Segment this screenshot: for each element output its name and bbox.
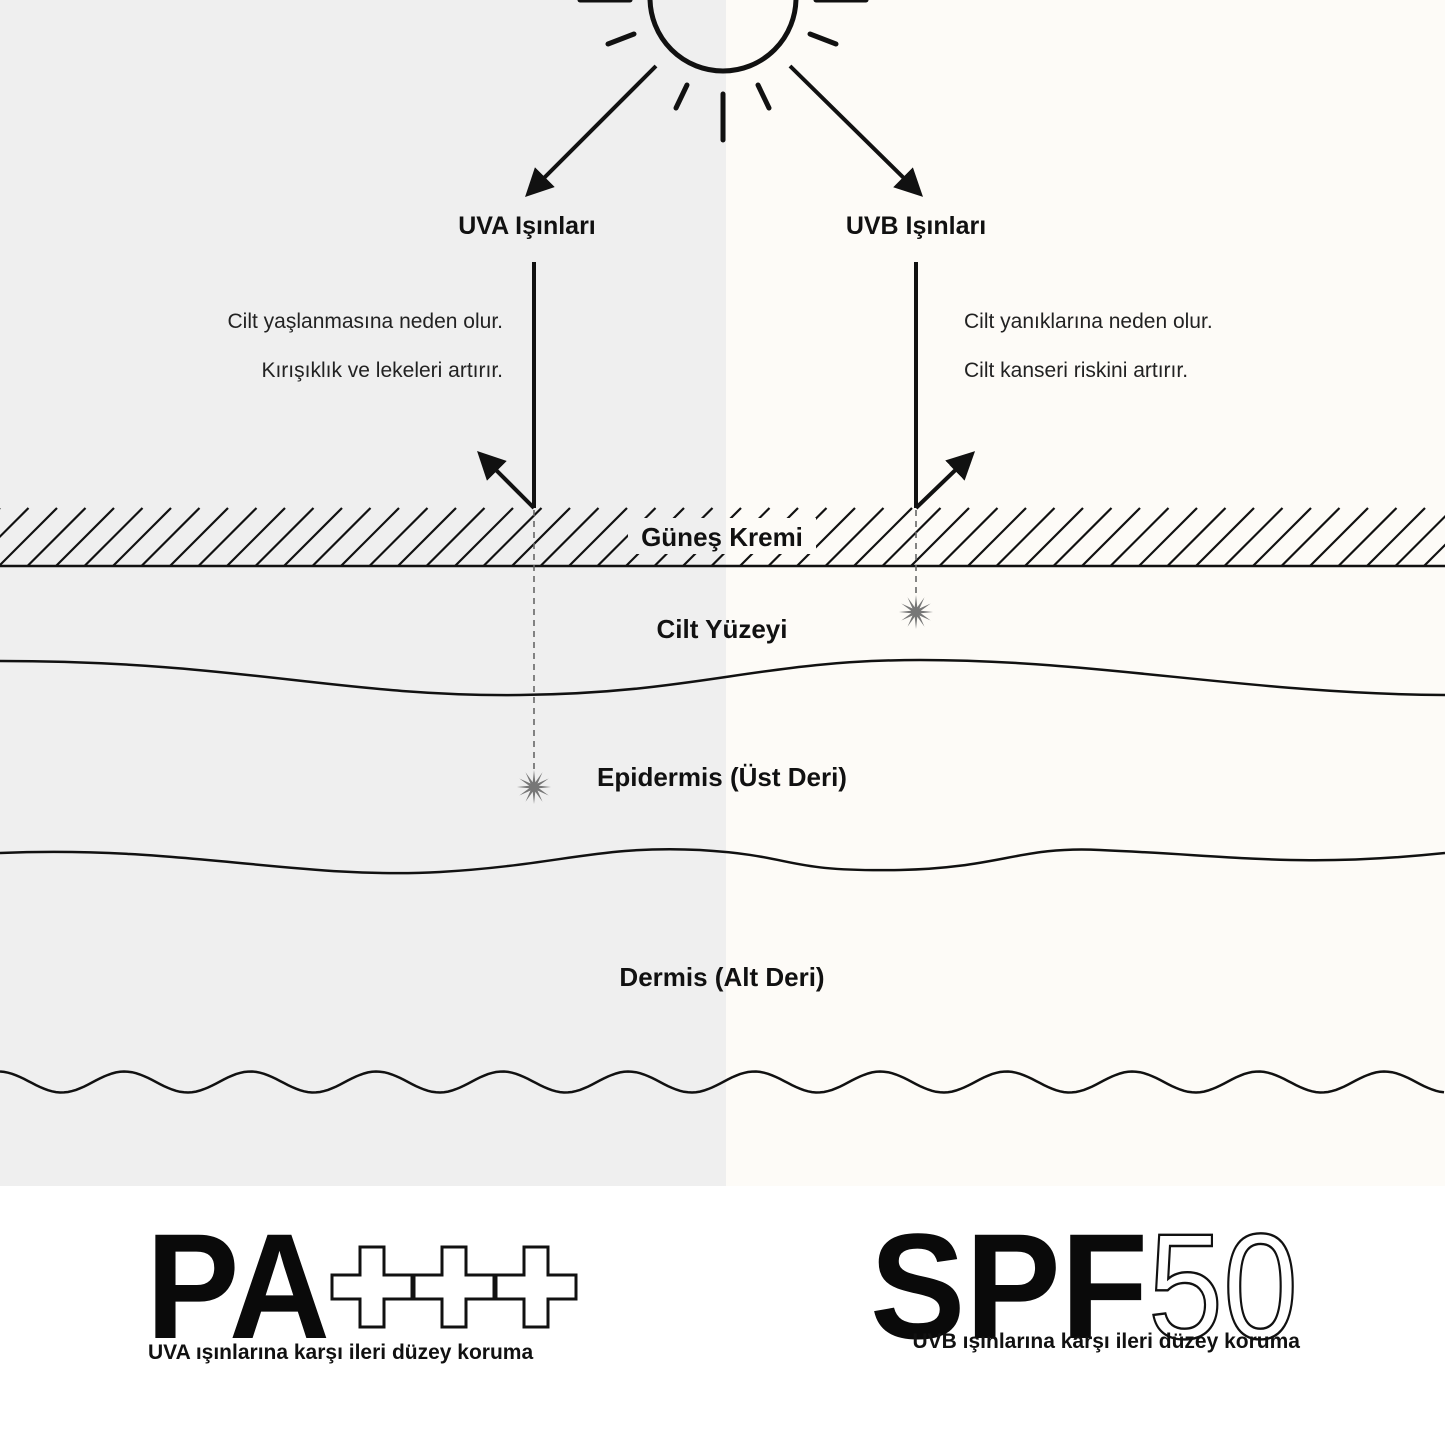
plus-icon xyxy=(330,1245,414,1329)
surface-label: Cilt Yüzeyi xyxy=(656,614,787,644)
hatch-line xyxy=(1138,507,1198,567)
hatch-line xyxy=(83,507,144,567)
hatch-line xyxy=(1280,507,1341,567)
hatch-line xyxy=(0,507,30,539)
hatch-line xyxy=(824,507,885,567)
hatch-line xyxy=(1252,507,1312,567)
dermis-bottom-boundary xyxy=(0,1070,1445,1094)
hatch-line xyxy=(55,507,115,567)
uva-ray-label: UVA Işınları xyxy=(458,212,596,240)
pa-plus-icons xyxy=(330,1245,578,1329)
hatch-line xyxy=(140,507,201,567)
hatch-line xyxy=(169,507,229,567)
hatch-line xyxy=(397,507,457,567)
uvb-starburst-icon xyxy=(899,595,933,629)
hatch-line xyxy=(1309,507,1369,567)
uva-effect-2: Kırışıklık ve lekeleri artırır. xyxy=(261,359,503,382)
uvb-incoming-arrow xyxy=(788,64,923,197)
hatch-line xyxy=(1052,507,1113,567)
hatch-line xyxy=(539,507,600,567)
sunscreen-label-backdrop-left xyxy=(628,518,726,554)
uvb-panel-background xyxy=(726,0,1445,1186)
hatch-line xyxy=(197,507,258,567)
hatch-line xyxy=(226,507,286,567)
uva-starburst-icon xyxy=(517,770,551,804)
hatch-line xyxy=(881,507,942,567)
hatch-line xyxy=(0,507,58,567)
hatch-line xyxy=(995,507,1056,567)
sunscreen-hatch xyxy=(0,507,1445,567)
plus-icon xyxy=(412,1245,496,1329)
hatch-line xyxy=(1223,507,1284,567)
uvb-reflected-arrow xyxy=(914,451,976,510)
hatch-line xyxy=(1024,507,1084,567)
uva-effect-1: Cilt yaşlanmasına neden olur. xyxy=(228,310,504,333)
hatch-line xyxy=(938,507,999,567)
spf-value: 50 xyxy=(1148,1202,1298,1370)
hatch-line xyxy=(967,507,1027,567)
uvb-effect-2: Cilt kanseri riskini artırır. xyxy=(964,359,1188,382)
hatch-line xyxy=(1394,514,1445,567)
epidermis-label: Epidermis (Üst Deri) xyxy=(597,762,847,792)
spf-rating-title: SPF xyxy=(870,1202,1148,1370)
hatch-line xyxy=(368,507,429,567)
sun-icon xyxy=(577,0,869,143)
epidermis-dermis-boundary xyxy=(0,847,1445,875)
hatch-line xyxy=(910,507,970,567)
hatch-line xyxy=(311,507,372,567)
plus-icon xyxy=(494,1245,578,1329)
hatch-line xyxy=(596,507,657,567)
hatch-line xyxy=(112,507,172,567)
hatch-line xyxy=(1166,507,1227,567)
pa-caption: UVA ışınlarına karşı ileri düzey koruma xyxy=(148,1341,533,1364)
hatch-line xyxy=(254,507,315,567)
hatch-line xyxy=(796,507,856,567)
hatch-line xyxy=(26,507,87,567)
hatch-line xyxy=(1423,543,1445,567)
hatch-line xyxy=(1195,507,1255,567)
sunscreen-label: Güneş Kremi xyxy=(641,522,803,552)
hatch-line xyxy=(1366,507,1426,567)
hatch-line xyxy=(1081,507,1141,567)
hatch-line xyxy=(454,507,514,567)
hatch-line xyxy=(340,507,400,567)
uva-reflected-arrow xyxy=(477,451,536,510)
pa-rating-title: PA xyxy=(146,1202,330,1370)
uva-panel-background xyxy=(0,0,726,1186)
sunscreen-label-backdrop-right xyxy=(726,518,816,554)
hatch-line xyxy=(1109,507,1170,567)
hatch-line xyxy=(853,507,913,567)
dermis-label: Dermis (Alt Deri) xyxy=(619,962,824,992)
bottom-band xyxy=(0,1186,1445,1445)
hatch-line xyxy=(1337,507,1398,567)
surface-epidermis-boundary xyxy=(0,658,1445,697)
hatch-line xyxy=(511,507,571,567)
hatch-line xyxy=(283,507,343,567)
hatch-line xyxy=(425,507,486,567)
hatch-line xyxy=(482,507,543,567)
uva-incoming-arrow xyxy=(525,64,658,197)
uvb-effect-1: Cilt yanıklarına neden olur. xyxy=(964,310,1213,333)
hatch-line xyxy=(568,507,628,567)
spf-caption: UVB ışınlarına karşı ileri düzey koruma xyxy=(913,1330,1301,1353)
uvb-ray-label: UVB Işınları xyxy=(846,212,986,240)
